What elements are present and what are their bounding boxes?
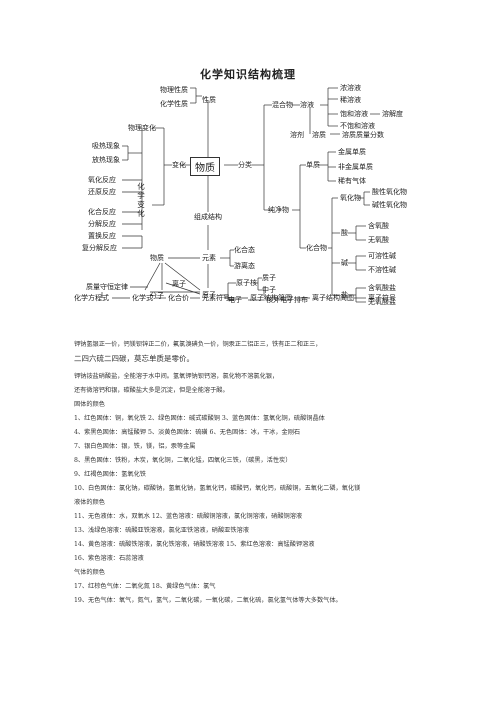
solution-unsaturated: 不饱和溶液: [340, 122, 375, 130]
elemental-substance: 单质: [306, 161, 320, 169]
reaction-reduction: 还原反应: [88, 188, 116, 196]
element-symbol: 元素符号: [202, 294, 230, 302]
electron-node: 电子: [228, 296, 242, 304]
mass-fraction: 溶质质量分数: [342, 131, 384, 139]
atom-node: 原子: [202, 291, 216, 299]
paragraph-line: 16、紫色溶液：石蕊溶液: [74, 555, 144, 562]
ion-symbol: 离子符号: [368, 294, 396, 302]
oxysalt: 含氧酸盐: [368, 284, 396, 292]
conservation-law: 质量守恒定律: [86, 283, 128, 291]
noble-gas: 稀有气体: [338, 177, 366, 185]
electron-arrangement: 核外电子排布: [266, 296, 308, 304]
paragraph-line: 17、红棕色气体：二氧化氮 18、黄绿色气体：氯气: [74, 583, 216, 590]
endothermic: 吸热现象: [92, 142, 120, 150]
ion-node: 离子: [172, 280, 186, 288]
pure-substance: 纯净物: [268, 206, 289, 214]
reaction-decomposition: 分解反应: [88, 220, 116, 228]
chemical-formula: 化学式: [132, 294, 153, 302]
paragraph-line: 4、紫黑色固体：高锰酸钾 5、淡黄色固体：硫磺 6、无色固体：冰，干冰，金刚石: [74, 429, 301, 436]
page-title: 化学知识结构梳理: [200, 68, 296, 81]
paragraph-line: 13、浅绿色溶液：硫酸亚铁溶液，氯化亚铁溶液，硝酸亚铁溶液: [74, 527, 249, 534]
reaction-displacement: 置换反应: [88, 232, 116, 240]
solute: 溶质: [312, 131, 326, 139]
physical-property: 物理性质: [160, 86, 188, 94]
substance-node: 物质: [150, 254, 164, 262]
paragraph-line: 19、无色气体：氧气，氮气，氢气，二氧化碳，一氧化碳，二氧化硫，氯化氢气体等大多…: [74, 597, 342, 604]
paragraph-line: 固体的颜色: [74, 401, 105, 408]
ion-structure-diagram: 离子结构简图: [312, 294, 354, 302]
paragraph-line: 气体的颜色: [74, 569, 105, 576]
paragraph-line: 还有微溶钙和银，碳酸盐大多是沉淀，但是全能溶于酸。: [74, 387, 229, 394]
paragraph-line: 10、白色固体：氯化钠，碳酸钠，氢氧化钠，氢氧化钙，碳酸钙，氧化钙，硫酸铜，五氧…: [74, 485, 361, 492]
reaction-double-displacement: 复分解反应: [82, 244, 117, 252]
change-node: 变化: [172, 161, 186, 169]
chemical-property: 化学性质: [160, 100, 188, 108]
paragraph-line: 14、黄色溶液：硫酸铁溶液，氯化铁溶液，硝酸铁溶液 15、紫红色溶液：高锰酸钾溶…: [74, 541, 315, 548]
anoxic-salt: 无氧酸盐: [368, 298, 396, 306]
solution-concentrated: 浓溶液: [340, 84, 361, 92]
structure-node: 组成结构: [194, 213, 222, 221]
base: 碱: [341, 259, 348, 267]
insoluble-base: 不溶性碱: [368, 266, 396, 274]
paragraph-line: 11、无色液体：水，双氧水 12、蓝色溶液：硫酸铜溶液，氯化铜溶液，硝酸铜溶液: [74, 513, 303, 520]
free-state: 游离态: [234, 262, 255, 270]
solution-saturated: 饱和溶液: [340, 110, 368, 118]
valence: 化合价: [168, 294, 189, 302]
nonmetal-element: 非金属单质: [338, 163, 373, 171]
neutron: 中子: [262, 286, 276, 294]
soluble-base: 可溶性碱: [368, 252, 396, 260]
paragraph-line: 液体的颜色: [74, 499, 105, 506]
reaction-combination: 化合反应: [88, 208, 116, 216]
paragraph-line: 8、黑色固体：铁粉，木炭，氧化铜，二氧化锰，四氧化三铁，（碳黑，活性炭）: [74, 457, 292, 464]
molecule-node: 分子: [150, 292, 164, 300]
chemical-change: 化学变化: [137, 182, 145, 218]
exothermic: 放热现象: [92, 156, 120, 164]
proton: 质子: [262, 274, 276, 282]
solubility: 溶解度: [382, 110, 403, 118]
paragraph-line: 1、红色固体：铜，氧化铁 2、绿色固体：碱式碳酸铜 3、蓝色固体：氢氧化铜，硫酸…: [74, 415, 325, 422]
compound: 化合物: [306, 244, 327, 252]
physical-change: 物理变化: [128, 124, 156, 132]
classify-node: 分类: [238, 161, 252, 169]
acid: 酸: [341, 229, 348, 237]
salt: 盐: [341, 291, 348, 299]
property-node: 性质: [202, 96, 216, 104]
solvent: 溶剂: [290, 131, 304, 139]
oxide: 氧化物: [340, 194, 361, 202]
solution-dilute: 稀溶液: [340, 96, 361, 104]
reaction-oxidation: 氧化反应: [88, 176, 116, 184]
solution: 溶液: [300, 101, 314, 109]
metal-element: 金属单质: [338, 148, 366, 156]
center-substance: 物质: [190, 157, 220, 176]
acidic-oxide: 酸性氧化物: [372, 188, 407, 196]
basic-oxide: 碱性氧化物: [372, 201, 407, 209]
chemical-equation: 化学方程式: [74, 294, 109, 302]
mixture: 混合物: [272, 101, 293, 109]
paragraph-line: 二四六硫二四碳，莫忘单质是零价。: [74, 354, 194, 363]
paragraph-line: 钾钠氢银正一价，钙镁钡锌正二价，氟氯溴碘负一价，铜汞正二铝正三，铁有正二和正三，: [74, 341, 322, 348]
paragraph-line: 钾钠铵盐硝酸盐，全能溶于水中间。氢氧钾钠钡钙溶，氯化物不溶氯化银，: [74, 373, 279, 380]
combined-state: 化合态: [234, 246, 255, 254]
paragraph-line: 7、银白色固体：银，铁，镁，铝，汞等金属: [74, 443, 196, 450]
paragraph-line: 9、红褐色固体：氢氧化铁: [74, 471, 146, 478]
anoxic-acid: 无氧酸: [368, 236, 389, 244]
atom-structure-diagram: 原子结构简图: [250, 294, 292, 302]
oxyacid: 含氧酸: [368, 222, 389, 230]
nucleus-node: 原子核: [236, 279, 257, 287]
element-node: 元素: [202, 254, 216, 262]
